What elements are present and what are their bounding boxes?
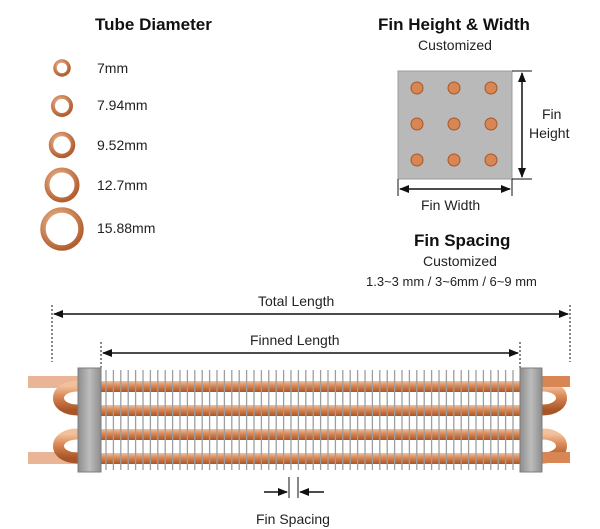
fin-spacing-ranges: 1.3~3 mm / 3~6mm / 6~9 mm bbox=[366, 274, 537, 289]
coil-assembly bbox=[28, 367, 570, 473]
fin-width-arrow bbox=[397, 179, 513, 196]
fin-height-width-subtitle: Customized bbox=[418, 37, 492, 53]
fin-plate bbox=[397, 70, 513, 180]
fin-height-label-line1: Fin bbox=[542, 106, 562, 122]
tube-ring-7mm bbox=[53, 59, 71, 77]
tube-ring-12-7mm bbox=[44, 167, 80, 203]
tube-ring-15-88mm bbox=[40, 207, 84, 251]
fin-spacing-subtitle: Customized bbox=[423, 253, 497, 269]
fin-height-width-title: Fin Height & Width bbox=[378, 15, 530, 34]
tube-diameter-title: Tube Diameter bbox=[95, 15, 212, 34]
tube-size-label-4: 12.7mm bbox=[97, 177, 148, 193]
total-length-label: Total Length bbox=[258, 293, 335, 309]
tube-ring-7-94mm bbox=[51, 95, 73, 117]
tube-size-label-1: 7mm bbox=[97, 60, 129, 76]
tube-ring-9-52mm bbox=[48, 131, 76, 159]
tube-size-label-3: 9.52mm bbox=[97, 137, 148, 153]
fin-spacing-title: Fin Spacing bbox=[414, 231, 511, 250]
fin-width-label: Fin Width bbox=[421, 197, 481, 213]
finned-length-dimension bbox=[100, 342, 521, 368]
fin-height-label-line2: Height bbox=[529, 125, 570, 141]
fin-spacing-indicator bbox=[264, 477, 324, 498]
fin-height-arrow bbox=[512, 70, 532, 180]
finned-length-label: Finned Length bbox=[250, 332, 340, 348]
fin-spacing-bottom-label: Fin Spacing bbox=[256, 511, 330, 527]
fin-stack bbox=[105, 370, 514, 470]
total-length-dimension bbox=[51, 305, 571, 362]
tube-size-label-2: 7.94mm bbox=[97, 97, 148, 113]
tube-size-label-5: 15.88mm bbox=[97, 220, 156, 236]
tube-diameter-rings bbox=[40, 59, 84, 251]
